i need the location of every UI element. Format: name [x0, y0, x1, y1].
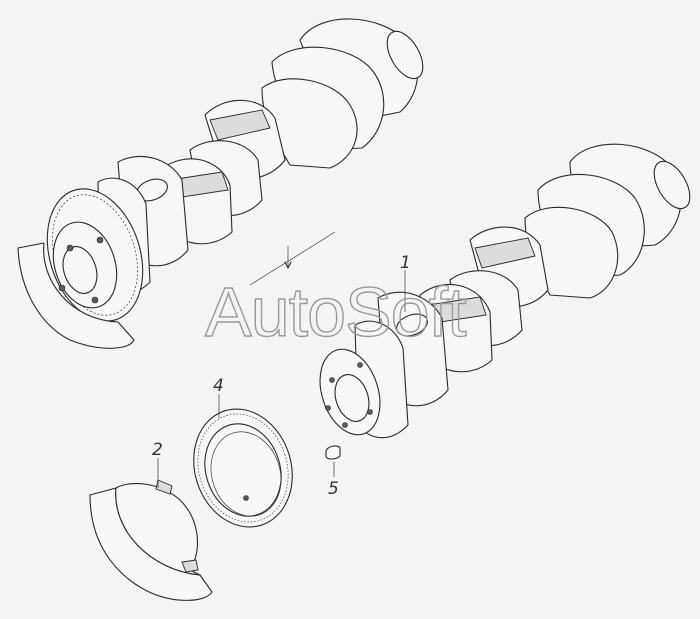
crankshaft-part-1 — [319, 143, 691, 439]
ring-gear-part-4 — [193, 408, 293, 528]
watermark: AutoSoft — [205, 273, 466, 351]
callout-2: 2 — [152, 440, 163, 460]
callout-4: 4 — [213, 376, 224, 396]
callout-leaders — [157, 270, 406, 488]
thrust-ring-part-2 — [89, 479, 213, 601]
callout-5: 5 — [328, 479, 339, 499]
assembly-guide-line — [249, 231, 336, 286]
crankshaft-upper-assembly — [17, 18, 424, 349]
key-part-5 — [325, 445, 341, 460]
callout-1: 1 — [400, 253, 411, 273]
